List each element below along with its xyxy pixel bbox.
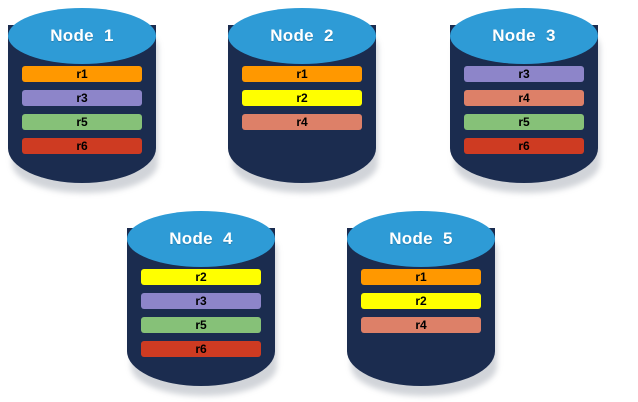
cylinder-top-ellipse: Node 3	[450, 8, 598, 64]
replica-bar[interactable]: r6	[141, 341, 261, 357]
replica-list: r1 r3 r5 r6	[8, 66, 156, 154]
replica-list: r1 r2 r4	[347, 269, 495, 333]
database-node-3[interactable]: Node 3 r3 r4 r5 r6	[450, 8, 600, 193]
replica-bar[interactable]: r1	[242, 66, 362, 82]
replica-bar[interactable]: r4	[464, 90, 584, 106]
replica-bar[interactable]: r6	[22, 138, 142, 154]
replica-bar[interactable]: r1	[22, 66, 142, 82]
replica-bar[interactable]: r4	[242, 114, 362, 130]
database-node-1[interactable]: Node 1 r1 r3 r5 r6	[8, 8, 158, 193]
cylinder-top-ellipse: Node 2	[228, 8, 376, 64]
replica-bar[interactable]: r2	[141, 269, 261, 285]
database-node-4[interactable]: Node 4 r2 r3 r5 r6	[127, 211, 277, 396]
replica-bar[interactable]: r5	[141, 317, 261, 333]
replica-list: r3 r4 r5 r6	[450, 66, 598, 154]
database-node-2[interactable]: Node 2 r1 r2 r4	[228, 8, 378, 193]
replica-list: r1 r2 r4	[228, 66, 376, 130]
node-title: Node 3	[492, 26, 556, 45]
replica-list: r2 r3 r5 r6	[127, 269, 275, 357]
node-title: Node 4	[169, 229, 233, 248]
replica-bar[interactable]: r5	[464, 114, 584, 130]
node-title: Node 5	[389, 229, 453, 248]
replica-bar[interactable]: r5	[22, 114, 142, 130]
replica-bar[interactable]: r1	[361, 269, 481, 285]
replica-bar[interactable]: r4	[361, 317, 481, 333]
node-title: Node 2	[270, 26, 334, 45]
cylinder-top-ellipse: Node 4	[127, 211, 275, 267]
node-title: Node 1	[50, 26, 114, 45]
replica-bar[interactable]: r3	[141, 293, 261, 309]
replica-bar[interactable]: r3	[22, 90, 142, 106]
database-node-5[interactable]: Node 5 r1 r2 r4	[347, 211, 497, 396]
cylinder-top-ellipse: Node 1	[8, 8, 156, 64]
replica-bar[interactable]: r2	[361, 293, 481, 309]
replica-bar[interactable]: r2	[242, 90, 362, 106]
cylinder-top-ellipse: Node 5	[347, 211, 495, 267]
replica-bar[interactable]: r6	[464, 138, 584, 154]
replica-bar[interactable]: r3	[464, 66, 584, 82]
